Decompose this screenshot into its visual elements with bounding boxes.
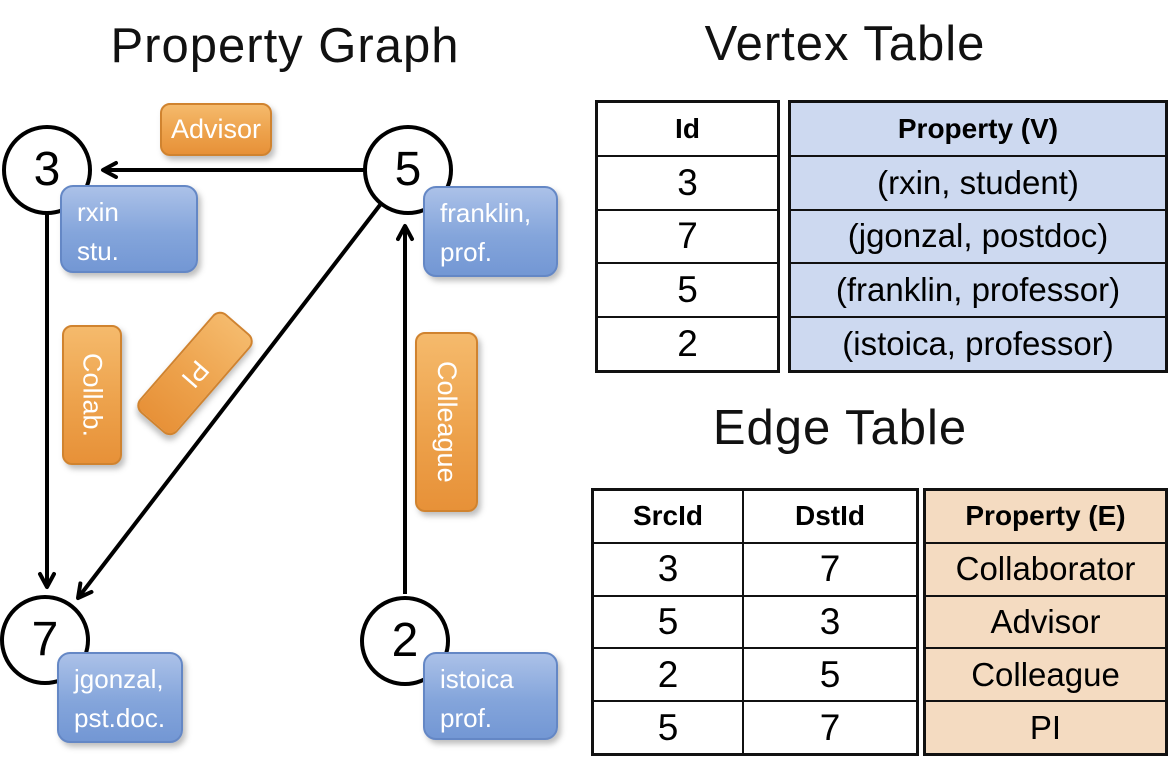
vertex-property-cell: (franklin, professor) [835, 271, 1121, 309]
node-label-jgonzal: jgonzal, pst.doc. [57, 652, 183, 743]
edge-label-advisor: Advisor [160, 103, 272, 156]
node-id-label: 7 [31, 612, 59, 666]
vertex-id-cell: 7 [677, 215, 698, 257]
node-label-franklin: franklin, prof. [423, 186, 558, 277]
edge-srcid-cell: 2 [657, 653, 679, 695]
node-label-line: prof. [440, 703, 493, 733]
vertex-id-header: Id [675, 112, 700, 144]
node-label-line: franklin, [440, 198, 532, 228]
vertex-table-title: Vertex Table [704, 17, 986, 71]
vertex-property-cell: (istoica, professor) [842, 325, 1114, 363]
edge-property-cell: PI [1029, 708, 1062, 746]
edge-dstid-header: DstId [742, 491, 916, 542]
edge-dstid-cell: 7 [742, 543, 916, 595]
edge-srcid-cell: 3 [657, 548, 679, 590]
edge-dstid-cell: 7 [742, 702, 916, 753]
vertex-table-property-column: Property (V) (rxin, student) (jgonzal, p… [788, 100, 1168, 373]
vertex-table-id-column: Id 3 7 5 2 [595, 100, 780, 373]
node-label-line: istoica [440, 664, 514, 694]
edge-label-colleague: Colleague [415, 332, 478, 512]
edge-arrow-5-to-7 [76, 203, 382, 600]
node-id-label: 5 [394, 142, 422, 196]
edge-srcid-header: SrcId [632, 500, 704, 532]
edge-dstid-cell: 5 [742, 649, 916, 701]
vertex-id-cell: 2 [677, 323, 698, 365]
node-id-label: 3 [33, 142, 61, 196]
node-id-label: 2 [391, 613, 419, 667]
node-label-rxin: rxin stu. [60, 185, 198, 273]
node-label-line: jgonzal, [74, 664, 164, 694]
vertex-property-cell: (rxin, student) [877, 163, 1079, 201]
edge-property-header: Property (E) [965, 500, 1126, 532]
edge-property-cell: Colleague [971, 655, 1120, 693]
graph-node-2: 2 [360, 596, 450, 686]
edge-table-property-column: Property (E) Collaborator Advisor Collea… [923, 488, 1168, 756]
edge-srcid-cell: 5 [657, 600, 679, 642]
edge-table-id-columns: SrcId DstId 3 7 5 3 2 5 5 7 [591, 488, 919, 756]
node-label-line: prof. [440, 237, 493, 267]
node-label-line: pst.doc. [74, 703, 166, 733]
node-label-istoica: istoica prof. [423, 652, 558, 740]
edge-label-collab: Collab. [62, 325, 122, 465]
edge-property-cell: Advisor [990, 602, 1101, 640]
graph-edges-layer [38, 161, 414, 600]
vertex-property-header: Property (V) [897, 112, 1059, 144]
edge-srcid-cell: 5 [657, 706, 679, 748]
vertex-property-cell: (jgonzal, postdoc) [847, 217, 1109, 255]
edge-property-cell: Collaborator [955, 550, 1136, 588]
property-graph-title: Property Graph [110, 19, 460, 73]
edge-table-title: Edge Table [712, 401, 968, 455]
node-label-line: stu. [77, 236, 119, 266]
edge-dstid-cell: 3 [742, 596, 916, 648]
vertex-id-cell: 5 [677, 269, 698, 311]
node-label-line: rxin [77, 197, 119, 227]
vertex-id-cell: 3 [677, 161, 698, 203]
